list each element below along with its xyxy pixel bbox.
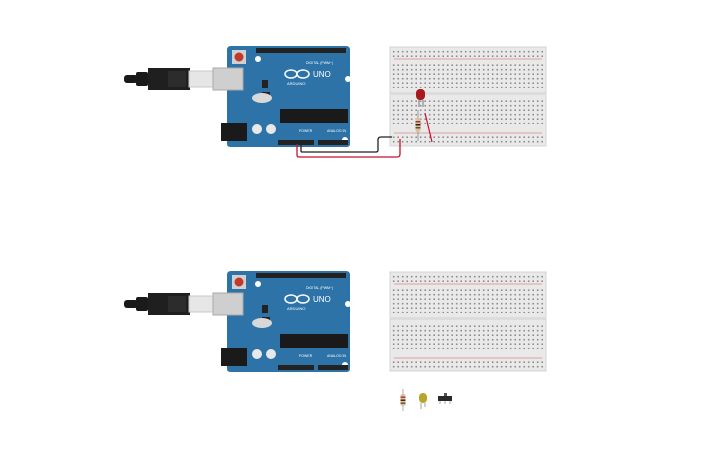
circuit-2: UNO ARDUINO DIGITAL (PWM~) POWER ANALOG … (124, 271, 547, 372)
arduino-brand-label: ARDUINO (287, 81, 305, 86)
arduino-model-label: UNO (313, 295, 331, 304)
microcontroller-chip (280, 109, 348, 123)
arduino-brand-label: ARDUINO (287, 306, 305, 311)
arduino-uno-board[interactable]: UNO ARDUINO DIGITAL (PWM~) POWER ANALOG … (212, 271, 351, 372)
digital-label: DIGITAL (PWM~) (306, 286, 333, 290)
power-label: POWER (299, 129, 313, 133)
power-jack[interactable] (221, 348, 247, 366)
power-jack[interactable] (221, 123, 247, 141)
usb-port[interactable] (212, 67, 244, 91)
reset-button[interactable] (234, 52, 244, 62)
digital-header[interactable] (256, 48, 346, 53)
usb-cable[interactable] (124, 68, 214, 90)
analog-header[interactable] (318, 365, 348, 370)
resistor-icon[interactable] (400, 389, 406, 411)
led-jumper-wire[interactable] (424, 112, 433, 143)
breadboard[interactable] (389, 46, 547, 147)
resistor-on-board[interactable] (415, 110, 421, 141)
power-header[interactable] (278, 140, 314, 145)
power-wire[interactable] (296, 139, 401, 158)
arduino-uno-board[interactable]: UNO ARDUINO DIGITAL (PWM~) POWER ANALOG … (212, 46, 351, 147)
usb-cable[interactable] (124, 293, 214, 315)
parts-bin (400, 389, 452, 411)
digital-header[interactable] (256, 273, 346, 278)
digital-label: DIGITAL (PWM~) (306, 61, 333, 65)
microcontroller-chip (280, 334, 348, 348)
gnd-wire[interactable] (300, 136, 392, 153)
led-red[interactable] (416, 89, 425, 107)
breadboard[interactable] (389, 271, 547, 372)
analog-label: ANALOG IN (327, 354, 347, 358)
circuit-1: UNO ARDUINO DIGITAL (PWM~) POWER ANALOG … (124, 46, 547, 158)
power-header[interactable] (278, 365, 314, 370)
power-label: POWER (299, 354, 313, 358)
analog-header[interactable] (318, 140, 348, 145)
switch-icon[interactable] (438, 393, 452, 404)
arduino-model-label: UNO (313, 70, 331, 79)
usb-port[interactable] (212, 292, 244, 316)
analog-label: ANALOG IN (327, 129, 347, 133)
reset-button[interactable] (234, 277, 244, 287)
led-icon[interactable] (419, 393, 427, 409)
